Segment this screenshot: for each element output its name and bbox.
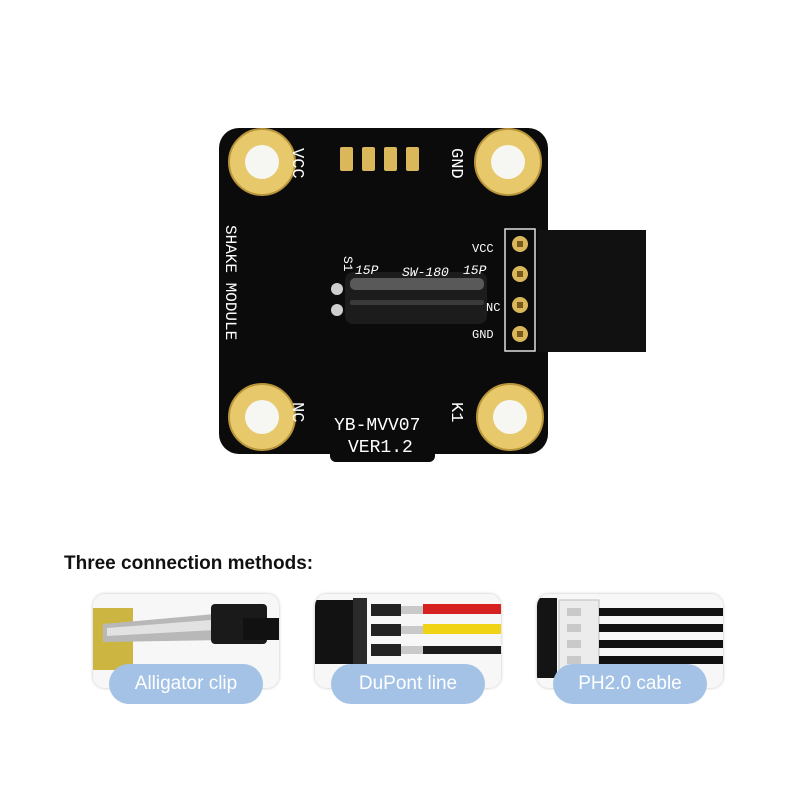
- label-vcc-top: VCC: [287, 148, 306, 179]
- ph2-connector-housing: [538, 230, 646, 352]
- top-solder-pads: [340, 147, 419, 171]
- label-pin-gnd: GND: [472, 328, 494, 342]
- dupont-line-label: DuPont line: [331, 664, 485, 704]
- mounting-pad-top-right: [474, 128, 542, 196]
- label-version: VER1.2: [348, 438, 413, 458]
- mounting-pad-bottom-left: [228, 383, 296, 451]
- label-switch-mark-2: SW-180: [402, 265, 449, 280]
- label-switch-mark-1: 15P: [355, 263, 379, 278]
- label-pin-vcc: VCC: [472, 242, 494, 256]
- label-s1: S1: [340, 256, 355, 272]
- method-card-dupont-line: DuPont line: [315, 594, 501, 714]
- label-pin-nc: NC: [486, 301, 500, 315]
- pcb-bottom-tab: [330, 440, 435, 462]
- label-shake-module: SHAKE MODULE: [221, 225, 239, 340]
- connection-methods-heading: Three connection methods:: [64, 553, 314, 574]
- label-k1-bottom: K1: [446, 402, 465, 422]
- ph2-cable-label: PH2.0 cable: [553, 664, 707, 704]
- mounting-pad-bottom-right: [476, 383, 544, 451]
- method-card-ph2-cable: PH2.0 cable: [537, 594, 723, 714]
- label-nc-bottom: NC: [287, 402, 306, 422]
- mounting-pad-top-left: [228, 128, 296, 196]
- label-model: YB-MVV07: [334, 416, 420, 436]
- tilt-switch-component: [331, 272, 487, 324]
- alligator-clip-label: Alligator clip: [109, 664, 263, 704]
- method-card-alligator-clip: Alligator clip: [93, 594, 279, 714]
- label-switch-mark-3: 15P: [463, 263, 487, 278]
- label-gnd-top: GND: [446, 148, 465, 179]
- header-pins: [504, 228, 536, 352]
